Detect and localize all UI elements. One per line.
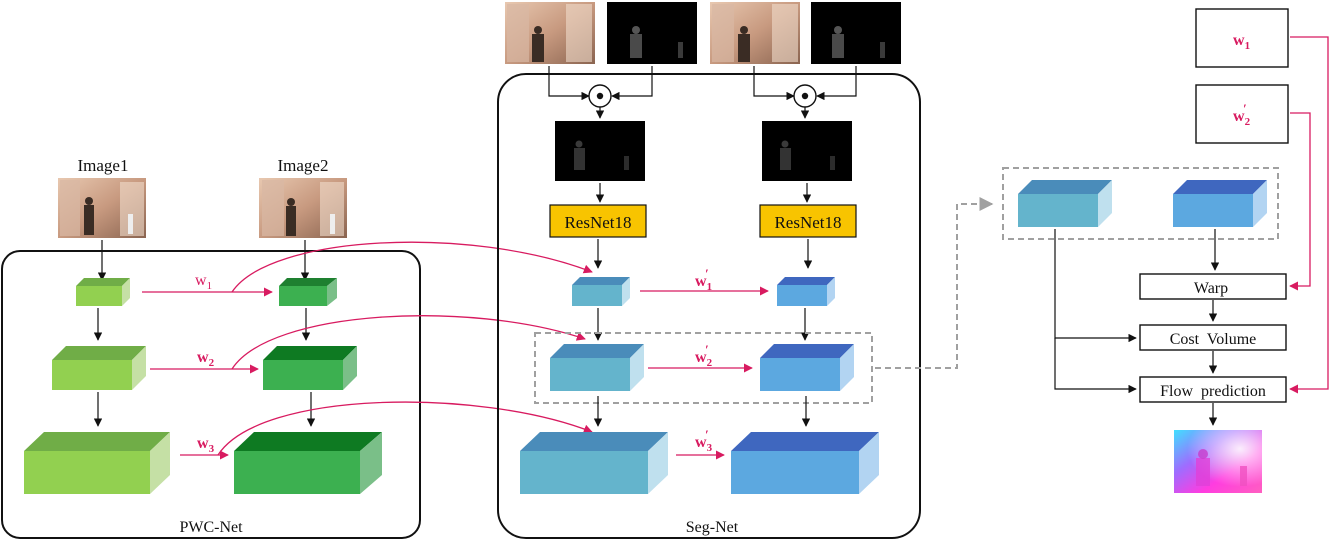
image2-thumbnail — [259, 178, 347, 238]
pwc-weight-w1: w1 — [195, 272, 212, 292]
svg-text:Flow prediction: Flow prediction — [1160, 383, 1266, 400]
svg-text:ResNet18: ResNet18 — [774, 213, 841, 232]
svg-text:w3: w3 — [197, 435, 215, 455]
flow-prediction-box: Flow prediction — [1139, 376, 1287, 403]
svg-text:w2′: w2′ — [1233, 101, 1251, 128]
pwc-left-level1-block — [76, 278, 130, 306]
w2-feed-line — [1289, 112, 1311, 291]
seg-right-level2-block — [760, 344, 854, 391]
svg-text:w1: w1 — [195, 272, 212, 292]
warp-box: Warp — [1139, 273, 1287, 300]
pwc-net-caption: PWC-Net — [179, 519, 243, 536]
pwc-right-level3-block — [234, 432, 382, 494]
masked-image-left — [555, 121, 645, 181]
seg-net-container — [497, 73, 921, 539]
seg-input-image-right — [710, 2, 800, 64]
svg-text:w2′: w2′ — [695, 342, 713, 369]
pwc-weight-w3: w3 — [197, 435, 215, 455]
seg-left-level2-block — [550, 344, 644, 391]
svg-text:Cost Volume: Cost Volume — [1170, 331, 1257, 348]
seg-weight-w3-prime: w3′ — [695, 427, 713, 454]
svg-text:ResNet18: ResNet18 — [564, 213, 631, 232]
pwc-left-level2-block — [52, 346, 146, 390]
svg-text:w3′: w3′ — [695, 427, 713, 454]
pwc-right-level2-block — [263, 346, 357, 390]
right-feature-block-left — [1018, 180, 1112, 227]
pwc-net-container — [1, 250, 421, 539]
resnet18-left: ResNet18 — [549, 204, 647, 238]
svg-text:w1′: w1′ — [695, 266, 712, 293]
pwc-left-level3-block — [24, 432, 170, 494]
pwc-weight-w2: w2 — [197, 349, 215, 369]
image2-label: Image2 — [278, 156, 329, 175]
right-feature-block-right — [1173, 180, 1267, 227]
svg-text:Warp: Warp — [1194, 280, 1228, 297]
highlight-connector — [875, 197, 994, 369]
transfer-arrow-level3 — [217, 401, 593, 456]
resnet18-right: ResNet18 — [759, 204, 857, 238]
transfer-arrow-level1 — [231, 241, 593, 293]
image1-thumbnail — [58, 178, 146, 238]
svg-text:w2: w2 — [197, 349, 215, 369]
pwc-right-level1-block — [279, 278, 337, 306]
seg-weight-w2-prime: w2′ — [695, 342, 713, 369]
svg-text:w1: w1 — [1233, 32, 1250, 52]
seg-mask-image-left — [607, 2, 697, 64]
w1-feed-line — [1289, 36, 1329, 394]
seg-level2-highlight-box — [534, 332, 873, 404]
flow-output-image — [1174, 430, 1262, 493]
seg-left-level1-block — [572, 277, 630, 306]
seg-right-level3-block — [731, 432, 879, 494]
seg-net-caption: Seg-Net — [686, 519, 739, 536]
right-feature-highlight-box — [1002, 167, 1279, 240]
seg-left-level3-block — [520, 432, 668, 494]
transfer-arrow-level2 — [231, 315, 586, 370]
image1-label: Image1 — [78, 156, 129, 175]
masked-image-right — [762, 121, 852, 181]
seg-mask-image-right — [811, 2, 901, 64]
weight-box-w1: w1 — [1195, 8, 1289, 68]
cost-volume-box: Cost Volume — [1139, 324, 1287, 351]
weight-box-w2-prime: w2′ — [1195, 84, 1289, 144]
seg-weight-w1-prime: w1′ — [695, 266, 712, 293]
seg-right-level1-block — [777, 277, 835, 306]
seg-input-image-left — [505, 2, 595, 64]
elementwise-multiply-right-icon — [793, 84, 817, 108]
elementwise-multiply-left-icon — [588, 84, 612, 108]
